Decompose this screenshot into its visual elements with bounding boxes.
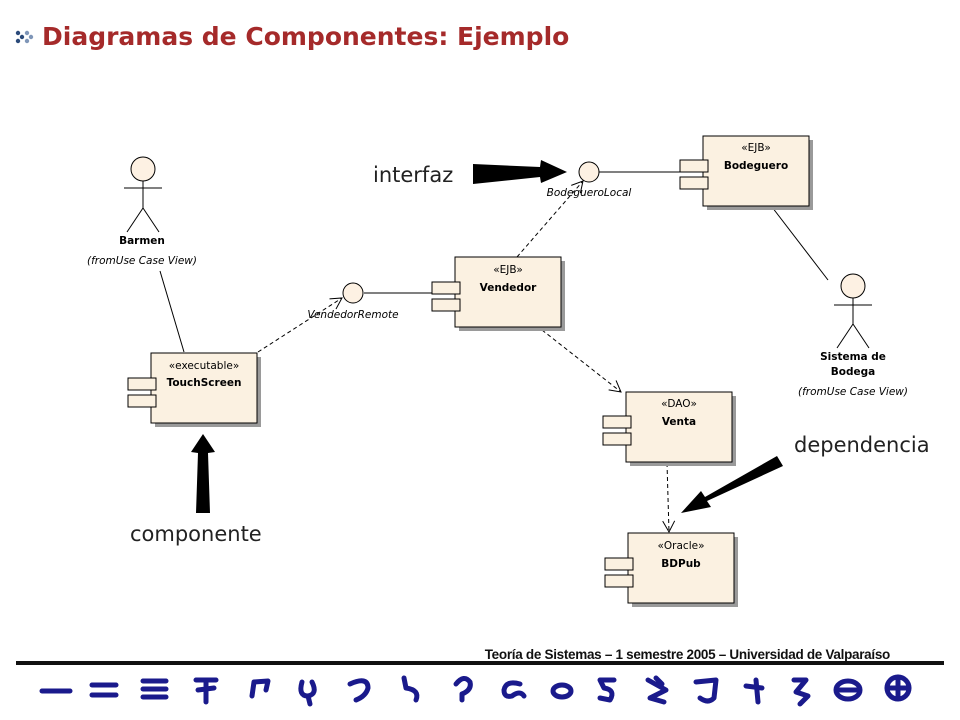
annotation-label: componente — [130, 522, 262, 546]
glyph-border — [39, 674, 912, 707]
interface-label: VendedorRemote — [307, 309, 398, 321]
glyph-two-lines-icon — [89, 682, 119, 698]
glyph-theta-icon — [833, 678, 863, 702]
glyph-s-hook-icon — [401, 675, 420, 703]
component-stereotype: «executable» — [169, 360, 240, 372]
title-row: Diagramas de Componentes: Ejemplo — [14, 22, 569, 51]
interface-vendedor-remote: VendedorRemote — [307, 282, 399, 321]
annotation-label: dependencia — [794, 433, 930, 457]
component-body — [625, 391, 733, 463]
footer-divider — [16, 661, 944, 665]
component-stereotype: «EJB» — [493, 264, 523, 276]
component-port-icon — [431, 298, 461, 312]
glyph-k-icon — [645, 675, 669, 705]
component-name: Venta — [662, 416, 696, 428]
actor-source: (fromUse Case View) — [798, 386, 908, 398]
glyph-curve-seven-icon — [347, 678, 371, 703]
component-port-icon — [602, 432, 632, 446]
component-vendedor[interactable]: «EJB» Vendedor — [431, 256, 565, 331]
component-diagram: VendedorRemote BodegueroLocal «executabl… — [87, 135, 930, 607]
component-port-icon — [431, 281, 461, 295]
glyph-alpha-icon — [501, 680, 527, 699]
component-stereotype: «DAO» — [661, 398, 697, 410]
component-name: Bodeguero — [724, 160, 788, 172]
annotation-label: interfaz — [373, 163, 453, 187]
glyph-seven-icon — [249, 678, 271, 699]
actor-name-line2: Bodega — [831, 366, 875, 378]
component-port-icon — [604, 574, 634, 588]
glyph-question-icon — [453, 676, 473, 703]
slide-footer: Teoría de Sistemas – 1 semestre 2005 – U… — [484, 647, 891, 662]
glyph-t-icon — [743, 677, 765, 705]
slide-title: Diagramas de Componentes: Ejemplo — [42, 22, 570, 51]
glyph-circle-plus-icon — [884, 674, 912, 702]
pointer-arrow-icon — [681, 456, 783, 513]
interface-lollipop-icon — [578, 161, 600, 183]
glyph-squiggle-icon — [298, 679, 317, 707]
glyph-j-icon — [693, 677, 719, 704]
component-name: Vendedor — [480, 282, 538, 294]
component-bdpub[interactable]: «Oracle» BDPub — [604, 532, 738, 607]
dependency-venta-bdpub — [662, 462, 676, 534]
double-chevron-icon — [15, 30, 34, 43]
component-port-icon — [679, 159, 709, 173]
annotation-interfaz: interfaz — [373, 160, 567, 187]
interface-lollipop-icon — [342, 282, 364, 304]
pointer-arrow-icon — [473, 160, 567, 184]
component-port-icon — [602, 415, 632, 429]
stick-figure-icon — [124, 156, 162, 233]
stick-figure-icon — [834, 273, 872, 349]
dependency-vendedor-bodeguerolocal — [516, 180, 584, 258]
interface-bodeguero-local: BodegueroLocal — [547, 161, 632, 199]
dependency-vendedor-venta — [541, 329, 622, 393]
actor-sistema-bodega[interactable]: Sistema de Bodega (fromUse Case View) — [798, 273, 908, 398]
assoc-barmen-touchscreen — [159, 270, 185, 353]
assoc-bodeguero-sistema — [771, 206, 829, 281]
interface-label: BodegueroLocal — [547, 187, 632, 199]
component-venta[interactable]: «DAO» Venta — [602, 391, 736, 466]
component-port-icon — [127, 377, 157, 391]
glyph-hook-cross-icon — [193, 677, 219, 705]
actor-barmen[interactable]: Barmen (fromUse Case View) — [87, 156, 197, 267]
component-body — [627, 532, 735, 604]
dependency-touchscreen-vendedorremote — [257, 297, 343, 353]
actor-name-line1: Sistema de — [820, 351, 886, 363]
component-port-icon — [604, 557, 634, 571]
component-port-icon — [127, 394, 157, 408]
pointer-arrow-icon — [191, 434, 215, 513]
glyph-z-icon — [791, 677, 811, 707]
actor-source: (fromUse Case View) — [87, 255, 197, 267]
component-port-icon — [679, 176, 709, 190]
annotation-componente: componente — [130, 434, 262, 546]
component-body — [454, 256, 562, 328]
annotation-dependencia: dependencia — [681, 433, 930, 513]
glyph-circle-icon — [550, 682, 574, 700]
component-stereotype: «EJB» — [741, 142, 771, 154]
glyph-three-lines-icon — [140, 678, 169, 700]
actor-name: Barmen — [119, 235, 165, 247]
glyph-five-icon — [597, 677, 617, 703]
component-bodeguero[interactable]: «EJB» Bodeguero — [679, 135, 813, 210]
component-name: BDPub — [661, 558, 701, 570]
component-stereotype: «Oracle» — [657, 540, 704, 552]
component-touchscreen[interactable]: «executable» TouchScreen — [127, 352, 261, 427]
component-name: TouchScreen — [167, 377, 242, 389]
